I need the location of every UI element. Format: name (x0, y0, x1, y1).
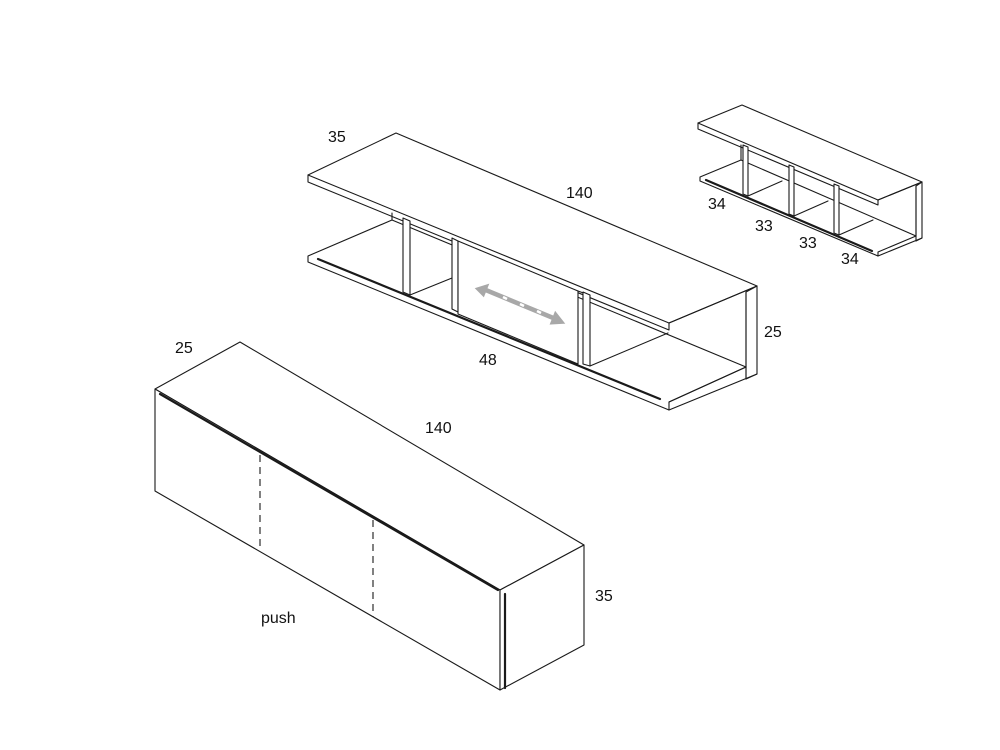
open-unit-height-label: 25 (764, 324, 782, 341)
push-label: push (261, 610, 296, 627)
open-unit-right-panel (745, 285, 758, 380)
small-shelf-unit (697, 104, 923, 257)
double-headed-arrow-icon (473, 282, 567, 326)
open-unit-divider-mid (451, 237, 459, 313)
closed-cabinet (154, 341, 585, 691)
small-shelf-divider-3 (833, 183, 840, 236)
open-unit-depth-label: 35 (328, 129, 346, 146)
small-shelf-divider-2 (788, 164, 795, 217)
small-shelf-divider-1 (742, 144, 749, 197)
cabinet-side-panel (499, 544, 585, 691)
small-shelf-bay-4-label: 34 (841, 251, 859, 268)
small-shelf-bay-2-label: 33 (755, 218, 773, 235)
open-unit-divider-right (582, 291, 591, 367)
door-width-label: 48 (479, 352, 497, 369)
small-shelf-bay-3-label: 33 (799, 235, 817, 252)
cabinet-depth-label: 25 (175, 340, 193, 357)
small-shelf-bay-1-label: 34 (708, 196, 726, 213)
open-shelf-unit (307, 132, 758, 411)
open-unit-width-label: 140 (566, 185, 593, 202)
small-shelf-right-panel (915, 181, 923, 242)
cabinet-width-label: 140 (425, 420, 452, 437)
open-unit-divider-left (402, 217, 411, 296)
cabinet-height-label: 35 (595, 588, 613, 605)
